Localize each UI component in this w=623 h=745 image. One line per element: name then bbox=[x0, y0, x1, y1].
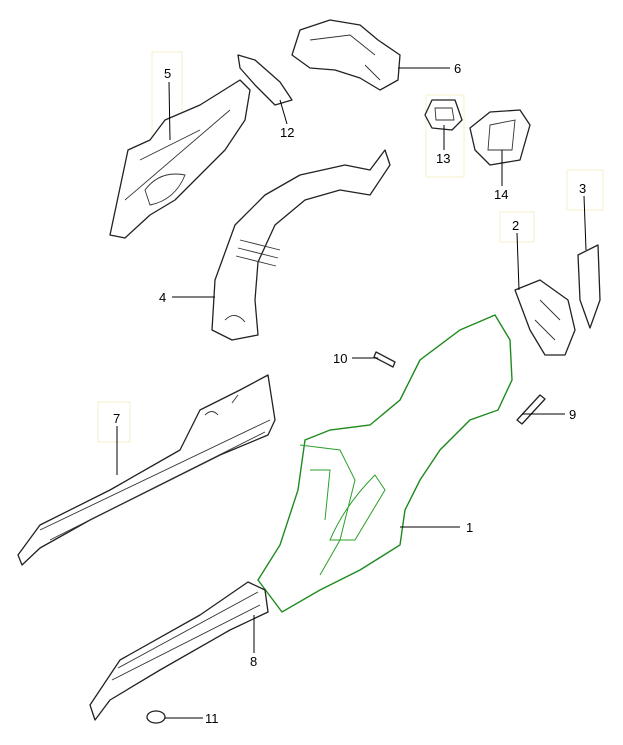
callout-11: 11 bbox=[205, 711, 219, 726]
callout-3: 3 bbox=[579, 181, 586, 196]
part-6-wheelhouse-extension[interactable] bbox=[291, 19, 401, 91]
part-11-grommet[interactable] bbox=[146, 710, 166, 724]
callout-2: 2 bbox=[512, 218, 519, 233]
part-10-clip[interactable] bbox=[373, 351, 396, 368]
part-5-inner-quarter-panel[interactable] bbox=[109, 79, 251, 239]
callout-7: 7 bbox=[113, 411, 120, 426]
part-9-clip[interactable] bbox=[516, 394, 546, 425]
callout-12: 12 bbox=[280, 125, 294, 140]
label-frame-7 bbox=[97, 401, 131, 443]
part-8-side-sill-outer[interactable] bbox=[89, 581, 269, 721]
part-3-bracket[interactable] bbox=[577, 244, 601, 329]
callout-1: 1 bbox=[466, 520, 473, 535]
leader-lines bbox=[116, 67, 587, 719]
callout-6: 6 bbox=[454, 61, 461, 76]
part-4-wheel-arch[interactable] bbox=[211, 149, 391, 341]
part-2-bracket[interactable] bbox=[514, 279, 576, 356]
callout-9: 9 bbox=[569, 407, 576, 422]
part-12-bracket[interactable] bbox=[237, 54, 293, 106]
part-13-cap[interactable] bbox=[424, 99, 463, 131]
callout-8: 8 bbox=[250, 654, 257, 669]
part-1-quarter-panel[interactable] bbox=[257, 314, 513, 613]
callout-5: 5 bbox=[164, 66, 171, 81]
callout-10: 10 bbox=[333, 351, 347, 366]
callout-13: 13 bbox=[436, 151, 450, 166]
label-frame-13 bbox=[425, 94, 465, 178]
callout-14: 14 bbox=[494, 187, 508, 202]
part-7-side-sill-inner[interactable] bbox=[17, 374, 276, 566]
part-14-cover[interactable] bbox=[469, 109, 531, 166]
callout-4: 4 bbox=[159, 290, 166, 305]
